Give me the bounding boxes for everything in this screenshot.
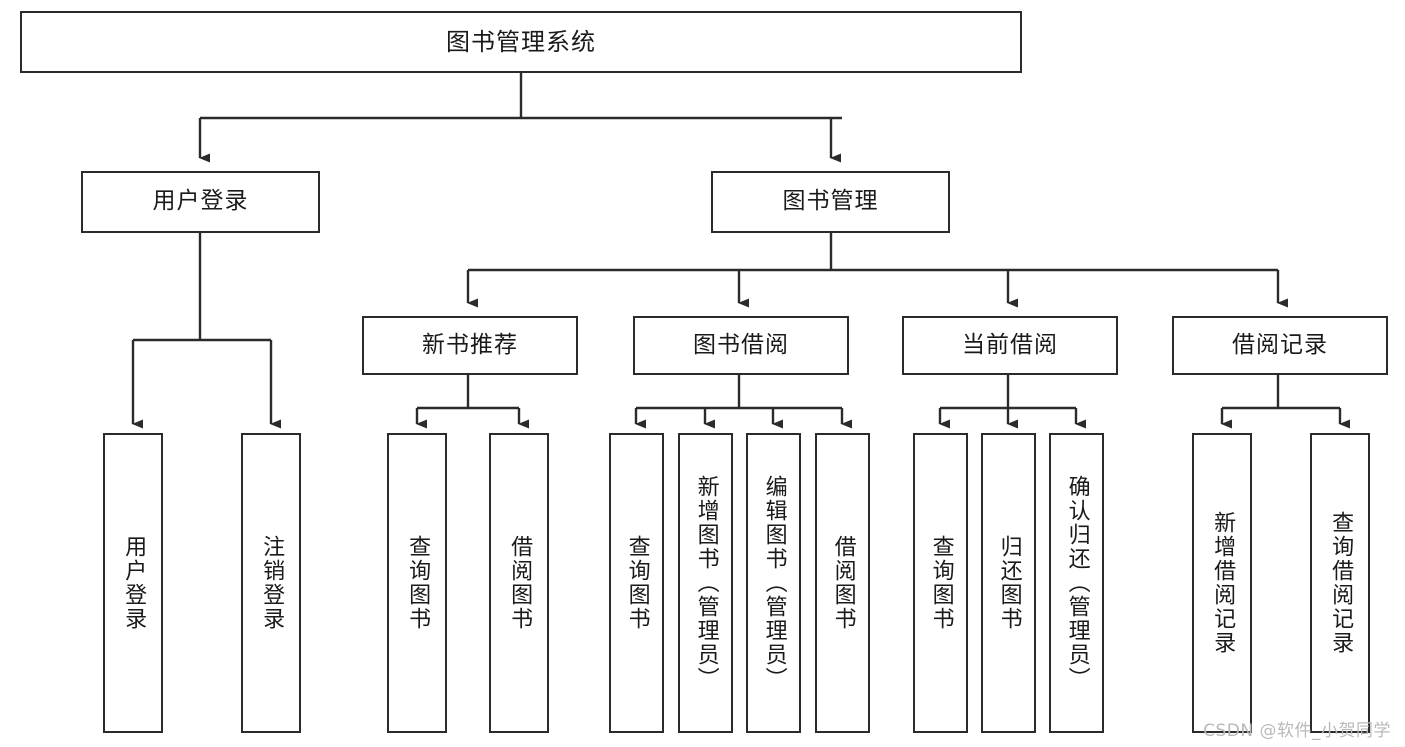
- node-label: 借阅图书: [830, 535, 856, 631]
- node-new-book-recommend[interactable]: 新书推荐: [362, 316, 578, 375]
- node-label: 图书管理系统: [446, 27, 596, 56]
- node-label: 当前借阅: [962, 331, 1058, 358]
- node-label: 借阅记录: [1232, 331, 1328, 358]
- node-label: 查询图书: [624, 535, 650, 631]
- node-borrow-record[interactable]: 借阅记录: [1172, 316, 1388, 375]
- node-book-borrow[interactable]: 图书借阅: [633, 316, 849, 375]
- node-current-borrow[interactable]: 当前借阅: [902, 316, 1118, 375]
- node-book-management[interactable]: 图书管理: [711, 171, 950, 233]
- leaf-current-borrow-return-book[interactable]: 归还图书: [981, 433, 1036, 733]
- node-label: 查询图书: [928, 535, 954, 631]
- node-label: 用户登录: [121, 535, 147, 631]
- node-label: 新增借阅记录: [1210, 511, 1236, 655]
- node-label: 查询图书: [405, 535, 431, 631]
- node-label: 归还图书: [996, 535, 1022, 631]
- leaf-current-borrow-query-book[interactable]: 查询图书: [913, 433, 968, 733]
- leaf-user-login-user-login[interactable]: 用户登录: [103, 433, 163, 733]
- leaf-new-book-borrow-book[interactable]: 借阅图书: [489, 433, 549, 733]
- leaf-user-login-logout[interactable]: 注销登录: [241, 433, 301, 733]
- node-label: 新书推荐: [422, 331, 518, 358]
- leaf-book-borrow-add-book-admin[interactable]: 新增图书（管理员）: [678, 433, 733, 733]
- node-label: 确认归还（管理员）: [1064, 475, 1090, 691]
- leaf-new-book-query-book[interactable]: 查询图书: [387, 433, 447, 733]
- node-label: 注销登录: [259, 535, 285, 631]
- leaf-borrow-record-add-record[interactable]: 新增借阅记录: [1192, 433, 1252, 733]
- node-label: 用户登录: [152, 188, 249, 215]
- node-label: 借阅图书: [507, 535, 533, 631]
- leaf-borrow-record-query-record[interactable]: 查询借阅记录: [1310, 433, 1370, 733]
- node-label: 图书管理: [782, 188, 879, 215]
- node-user-login[interactable]: 用户登录: [81, 171, 320, 233]
- leaf-book-borrow-query-book[interactable]: 查询图书: [609, 433, 664, 733]
- node-label: 查询借阅记录: [1328, 511, 1354, 655]
- leaf-book-borrow-edit-book-admin[interactable]: 编辑图书（管理员）: [746, 433, 801, 733]
- node-label: 图书借阅: [693, 331, 789, 358]
- node-label: 新增图书（管理员）: [693, 475, 719, 691]
- watermark: CSDN @软件_小贺同学: [1203, 721, 1391, 741]
- node-root-book-management-system[interactable]: 图书管理系统: [20, 11, 1022, 73]
- node-label: 编辑图书（管理员）: [761, 475, 787, 691]
- leaf-book-borrow-borrow-book[interactable]: 借阅图书: [815, 433, 870, 733]
- leaf-current-borrow-confirm-return-admin[interactable]: 确认归还（管理员）: [1049, 433, 1104, 733]
